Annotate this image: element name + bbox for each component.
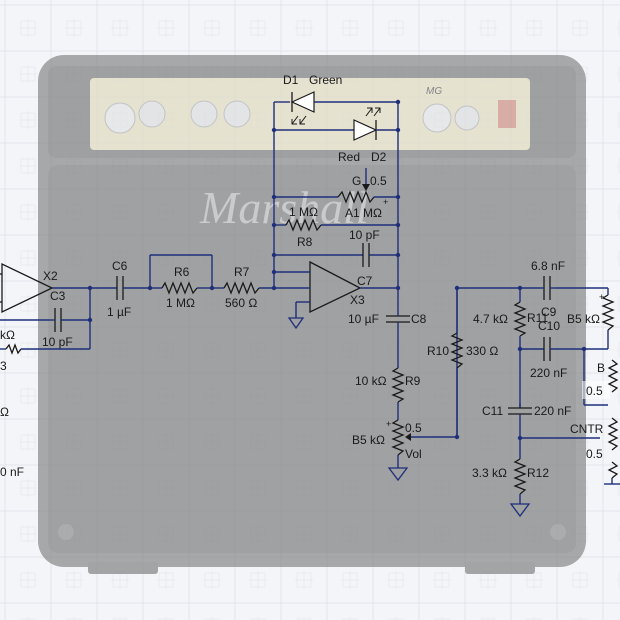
- label-vol: Vol: [405, 447, 422, 461]
- label-left-3: 3: [0, 359, 7, 373]
- label-c6-value: 1 µF: [107, 305, 131, 319]
- label-b5-right: B5 kΩ: [567, 312, 600, 326]
- label-x3: X3: [350, 293, 365, 307]
- label-left-nf: 0 nF: [0, 465, 24, 479]
- label-g: G: [352, 174, 361, 188]
- label-r6-value: 1 MΩ: [166, 296, 195, 310]
- label-left-omega: Ω: [0, 405, 9, 419]
- label-c3: C3: [50, 289, 66, 303]
- label-cntr-wiper: 0.5: [586, 447, 603, 461]
- potentiometer-volume[interactable]: [391, 419, 405, 456]
- label-d2: D2: [371, 150, 387, 164]
- label-c9: C9: [541, 305, 557, 319]
- label-pot-plus-a1: +: [383, 197, 388, 207]
- label-r7-value: 560 Ω: [225, 296, 257, 310]
- label-b: B: [597, 361, 605, 375]
- label-c3-value: 10 pF: [42, 335, 73, 349]
- label-c-fb-value: 10 pF: [349, 228, 380, 242]
- resistor-r9[interactable]: [391, 367, 405, 403]
- label-r9-value: 10 kΩ: [355, 374, 387, 388]
- label-r10: R10: [427, 344, 449, 358]
- opamp-x2[interactable]: [0, 262, 54, 314]
- ground-volume: [387, 467, 409, 482]
- label-g-wiper: 0.5: [370, 174, 387, 188]
- label-c11-value: 220 nF: [534, 404, 571, 418]
- label-d2-color: Red: [338, 150, 360, 164]
- label-d1-color: Green: [309, 73, 342, 87]
- label-c9-value: 6.8 nF: [531, 259, 565, 273]
- label-r11-value: 4.7 kΩ: [473, 312, 508, 326]
- label-a1-value: A1 MΩ: [345, 206, 382, 220]
- label-c10-value: 220 nF: [530, 366, 567, 380]
- label-r8: R8: [297, 235, 313, 249]
- label-r7: R7: [234, 265, 250, 279]
- amp-control-panel: [90, 78, 530, 150]
- label-r6: R6: [174, 265, 190, 279]
- opamp-x3[interactable]: [309, 260, 362, 314]
- label-c6: C6: [112, 259, 128, 273]
- bass-wiper-readout: [582, 381, 610, 399]
- label-r9: R9: [405, 374, 421, 388]
- panel-badge: MG: [426, 86, 442, 97]
- label-d1: D1: [283, 73, 299, 87]
- potentiometer-bass[interactable]: [607, 359, 619, 393]
- label-pot-plus-treble: +: [599, 292, 604, 302]
- resistor-r8[interactable]: [285, 218, 322, 232]
- resistor-r12[interactable]: [513, 458, 527, 495]
- label-r12: R12: [527, 466, 549, 480]
- label-x2: X2: [43, 269, 58, 283]
- label-c10: C10: [538, 319, 560, 333]
- label-c11: C11: [482, 404, 503, 418]
- label-vol-wiper: 0.5: [405, 421, 422, 435]
- label-vol-value: B5 kΩ: [352, 433, 385, 447]
- resistor-r7[interactable]: [223, 281, 260, 295]
- label-c7: C7: [357, 274, 373, 288]
- potentiometer-treble[interactable]: [601, 294, 615, 331]
- label-a1-r-value: 1 MΩ: [289, 205, 318, 219]
- label-pot-plus-vol: +: [386, 419, 391, 429]
- potentiometer-middle[interactable]: [607, 417, 619, 451]
- label-c8: C8: [411, 312, 427, 326]
- resistor-r6[interactable]: [161, 281, 198, 295]
- label-c8-value: 10 µF: [348, 312, 379, 326]
- label-r10-value: 330 Ω: [466, 344, 498, 358]
- resistor-r10[interactable]: [450, 332, 464, 369]
- resistor-r11[interactable]: [513, 301, 527, 337]
- ground-x3: [287, 317, 305, 330]
- label-r11: R11: [527, 311, 548, 325]
- label-kohm-left: kΩ: [0, 328, 15, 342]
- label-b-wiper: 0.5: [586, 384, 603, 398]
- resistor-left[interactable]: [5, 343, 22, 355]
- label-cntr: CNTR: [570, 422, 604, 436]
- label-r12-value: 3.3 kΩ: [472, 466, 507, 480]
- potentiometer-gain-a1[interactable]: [337, 190, 375, 204]
- ground-r12: [509, 503, 531, 518]
